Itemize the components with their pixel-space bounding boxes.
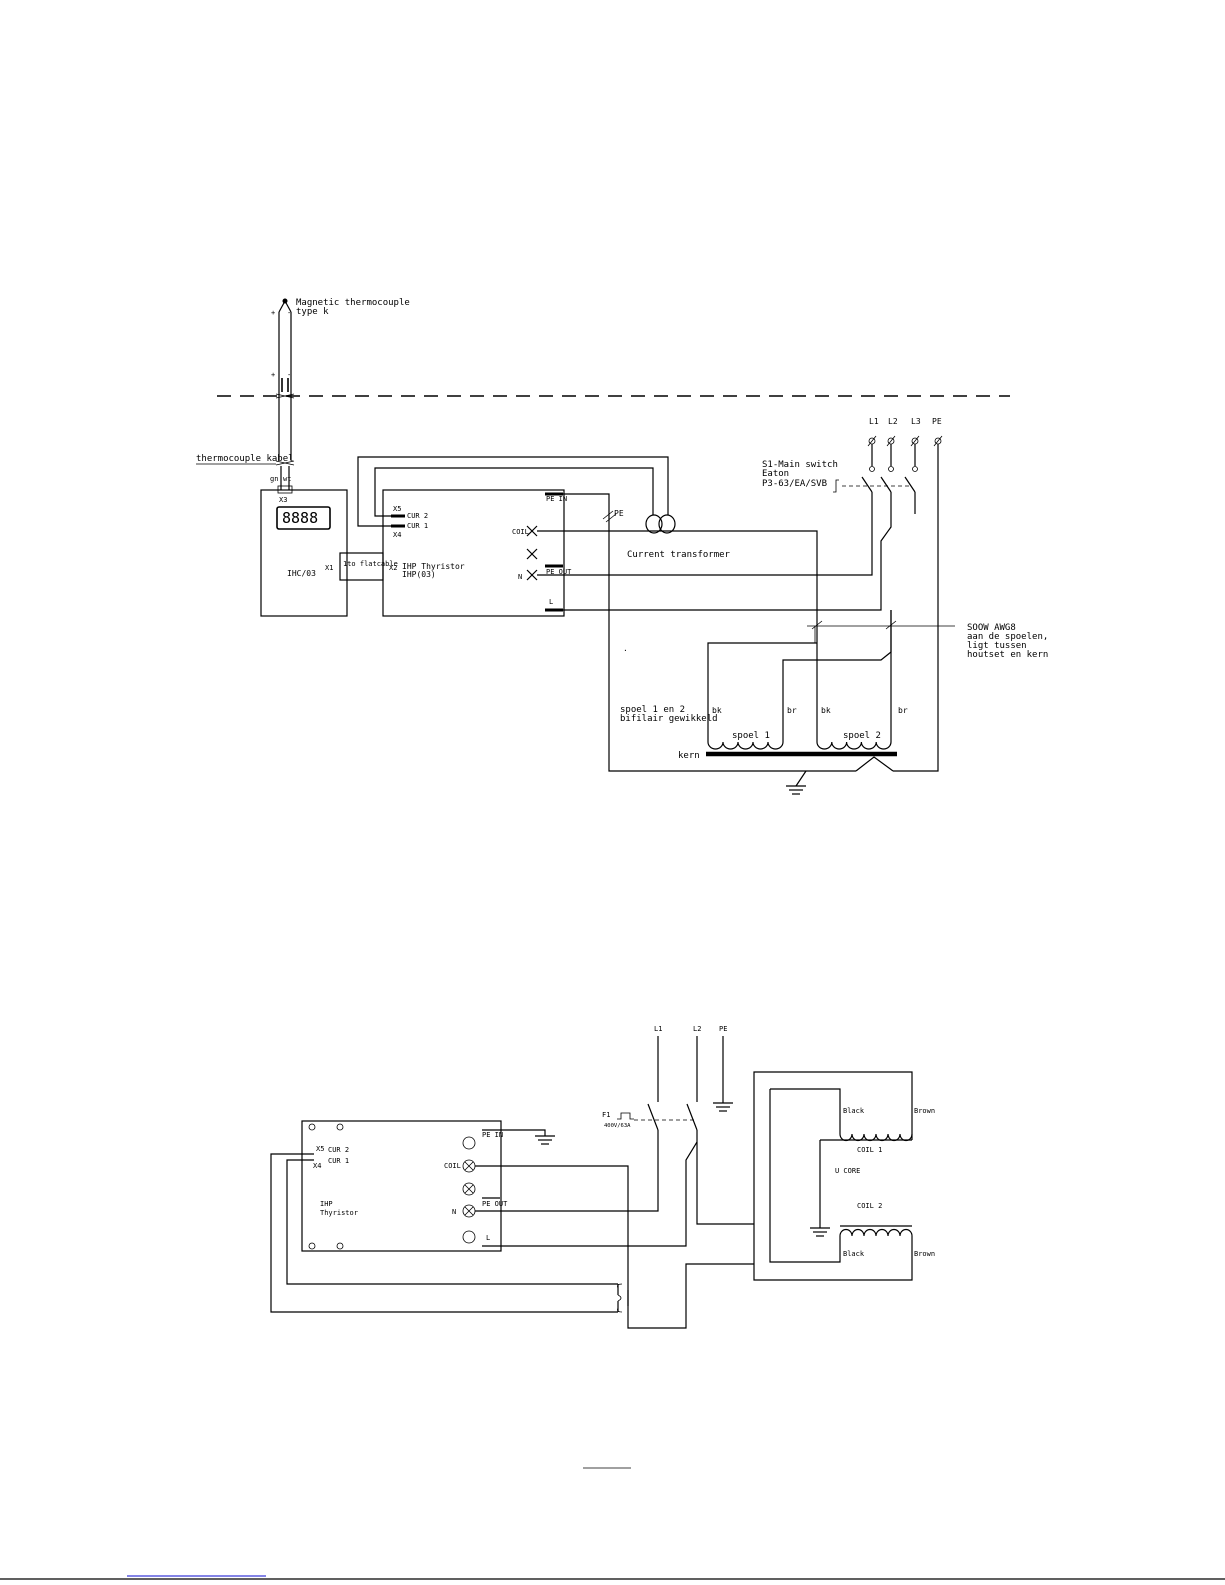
coil2-2-black: Black (843, 1250, 865, 1258)
wire-note-line1: SOOW AWG8 (967, 623, 1016, 633)
coil2-1-winding (839, 1133, 913, 1142)
wire-note-line3: ligt tussen (967, 641, 1027, 651)
supply-terminals: L1 L2 L3 PE (867, 417, 943, 472)
ground-symbol (786, 770, 807, 795)
l-terminal (462, 1230, 476, 1244)
thyristor2-name-line1: IHP (320, 1200, 333, 1208)
coil2-br: br (898, 706, 908, 715)
thermocouple-title: Magnetic thermocouple (296, 298, 410, 308)
coil2-1-black: Black (843, 1107, 865, 1115)
thyristor2-pe-in: PE IN (482, 1131, 503, 1139)
thyristor2-coil: COIL (444, 1162, 461, 1170)
thyristor-x4: X4 (393, 531, 401, 539)
current-transformer-coil (645, 514, 676, 534)
supply2-l2: L2 (693, 1025, 701, 1033)
thyristor2-n: N (452, 1208, 456, 1216)
thyristor2-x5: X5 (316, 1145, 324, 1153)
core-ground-symbol (810, 1226, 830, 1237)
fuse-switch (617, 1103, 698, 1131)
cable-mark-gn: gn (270, 475, 278, 483)
thyristor-model: IHP(03) (402, 570, 436, 579)
core2-label: U CORE (835, 1167, 860, 1175)
coil-note-line2: bifilair gewikkeld (620, 714, 718, 724)
wiring-diagram-2: L1 L2 PE F1 400V/63A X5 CUR 2 CUR 1 X4 (270, 1025, 935, 1329)
thyristor-cur2: CUR 2 (407, 512, 428, 520)
thyristor-box (382, 489, 565, 617)
coil1-label: spoel 1 (732, 731, 770, 741)
thyristor2-box (301, 1120, 502, 1252)
thermocouple-plus: + (271, 309, 275, 317)
thermocouple-minus-lower: - (287, 371, 291, 379)
n-output-terminal (462, 1204, 476, 1218)
thermocouple-type: type k (296, 307, 329, 317)
supply-l3: L3 (911, 417, 921, 426)
cable-mark-wt: wt (283, 475, 291, 483)
coil2-1-label: COIL 1 (857, 1146, 882, 1154)
pe-in-ground-symbol (535, 1135, 555, 1145)
coil1-bk: bk (712, 706, 722, 715)
thyristor-x5: X5 (393, 505, 401, 513)
thyristor-pe-in: PE IN (546, 495, 567, 503)
thermocouple-plus-lower: + (271, 371, 275, 379)
current-transformer-label: Current transformer (627, 550, 731, 560)
thyristor-n: N (518, 573, 522, 581)
thyristor2-name-line2: Thyristor (320, 1209, 358, 1217)
coil2-label: spoel 2 (843, 731, 881, 741)
coil1-winding (707, 741, 784, 750)
thyristor-l: L (549, 598, 553, 606)
flat-cable-label: 1to flatcable (343, 560, 398, 568)
coil1-br: br (787, 706, 797, 715)
core-label: kern (678, 751, 700, 761)
main-switch-line1: S1-Main switch (762, 460, 838, 470)
pe-in-terminal (462, 1136, 476, 1150)
coil2-2-winding (839, 1228, 913, 1237)
spare-output-terminal (462, 1182, 476, 1196)
supply-l2: L2 (888, 417, 898, 426)
supply-pe: PE (932, 417, 942, 426)
coil2-1-brown: Brown (914, 1107, 935, 1115)
wire-note-line4: houtset en kern (967, 650, 1048, 660)
coil-dot: . (623, 644, 628, 653)
controller-x3: X3 (279, 496, 287, 504)
wire-note-line2: aan de spoelen, (967, 632, 1048, 642)
thyristor2-cur1: CUR 1 (328, 1157, 349, 1165)
thyristor2-pe-out: PE OUT (482, 1200, 508, 1208)
thyristor-x2: X2 (389, 564, 397, 572)
supply-l1: L1 (869, 417, 879, 426)
thyristor2-cur2: CUR 2 (328, 1146, 349, 1154)
thyristor2-x4: X4 (313, 1162, 321, 1170)
thyristor-pe-out: PE OUT (546, 568, 572, 576)
n-terminal (526, 569, 538, 581)
controller-x1: X1 (325, 564, 333, 572)
pe-label: PE (614, 509, 624, 518)
main-switch (833, 476, 916, 514)
main-switch-line3: P3-63/EA/SVB (762, 479, 827, 489)
coil-terminal (526, 525, 538, 537)
thyristor-coil: COIL (512, 528, 529, 536)
fuse-name: F1 (602, 1111, 610, 1119)
main-switch-line2: Eaton (762, 469, 789, 479)
controller-name: IHC/03 (287, 569, 316, 578)
wiring-diagram-1: + - + - Magnetic thermocouple type k the… (196, 298, 1048, 795)
coil2-2-brown: Brown (914, 1250, 935, 1258)
coil2-2-label: COIL 2 (857, 1202, 882, 1210)
coil2-bk: bk (821, 706, 831, 715)
spare-terminal (526, 548, 538, 560)
pe-ground-symbol (713, 1102, 733, 1112)
seven-segment-display: 8888 (276, 506, 331, 530)
thyristor-name: IHP Thyristor (402, 562, 465, 571)
coil2-winding (816, 741, 892, 750)
supply2-pe: PE (719, 1025, 727, 1033)
coil-note-line1: spoel 1 en 2 (620, 705, 685, 715)
thermocouple-minus: - (287, 309, 291, 317)
thermocouple-cable-label: thermocouple kabel (196, 454, 294, 464)
display-digits: 8888 (282, 509, 318, 527)
fuse-rating: 400V/63A (604, 1123, 631, 1129)
supply2-l1: L1 (654, 1025, 662, 1033)
thyristor2-l: L (486, 1234, 490, 1242)
thyristor-cur1: CUR 1 (407, 522, 428, 530)
coil-output-terminal (462, 1159, 476, 1173)
